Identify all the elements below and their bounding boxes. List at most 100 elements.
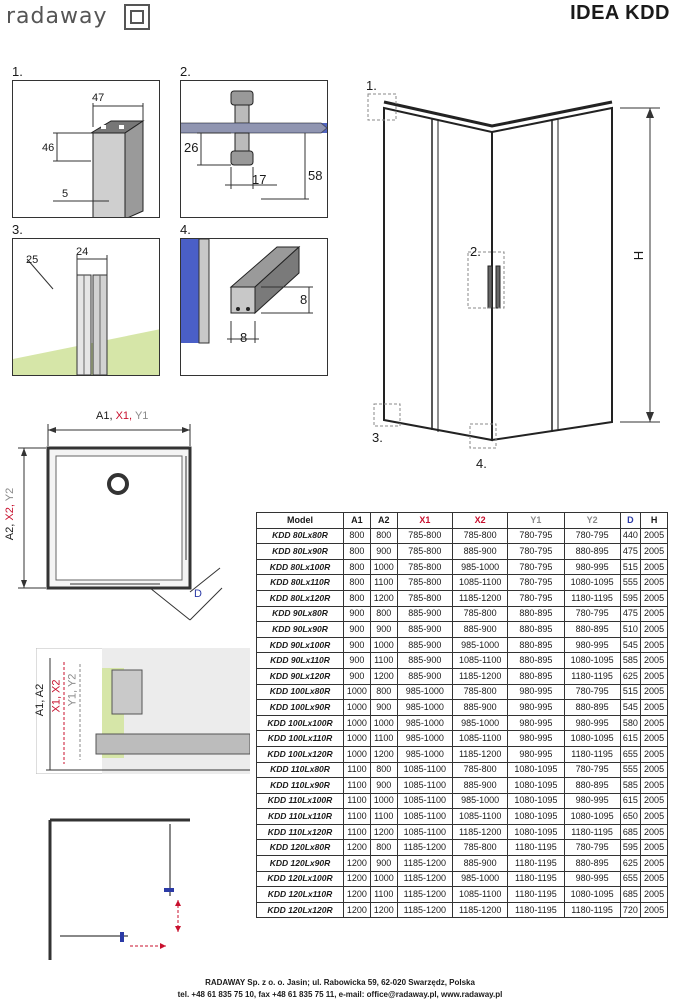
table-cell: 900 xyxy=(343,605,371,623)
table-cell: 685 xyxy=(619,823,642,841)
plan-view-drawing xyxy=(18,424,223,621)
plan-view-top-label: A1, X1, Y1 xyxy=(96,410,148,422)
table-cell: 1000 xyxy=(343,714,371,732)
section-label-a: A1, A2 xyxy=(34,683,47,717)
model-cell: KDD 110Lx110R xyxy=(256,808,344,825)
table-cell: 880-895 xyxy=(563,699,621,716)
table-cell: 1000 xyxy=(369,792,398,810)
table-cell: 985-1000 xyxy=(396,730,453,747)
table-cell: 1180-1195 xyxy=(507,886,565,903)
table-cell: 985-1000 xyxy=(451,558,509,576)
table-cell: 475 xyxy=(619,605,642,623)
table-cell: 885-900 xyxy=(451,777,509,794)
table-cell: 1085-1100 xyxy=(451,886,509,903)
table-cell: 885-900 xyxy=(396,636,453,654)
table-cell: 800 xyxy=(369,683,398,701)
table-cell: 980-995 xyxy=(563,870,621,888)
column-header: X1 xyxy=(396,512,453,529)
table-cell: 1180-1195 xyxy=(563,901,621,919)
column-header: X2 xyxy=(451,512,509,529)
detail-3-dim-small: 25 xyxy=(26,254,39,266)
table-cell: 2005 xyxy=(640,605,668,623)
model-cell: KDD 90Lx110R xyxy=(256,652,344,669)
table-cell: 1180-1195 xyxy=(563,745,621,763)
table-cell: 985-1000 xyxy=(396,699,453,716)
detail-4-panel xyxy=(180,238,328,376)
table-cell: 900 xyxy=(369,855,398,872)
table-cell: 885-900 xyxy=(396,605,453,623)
table-cell: 2005 xyxy=(640,901,668,919)
table-cell: 1080-1095 xyxy=(507,761,565,779)
model-cell: KDD 120Lx100R xyxy=(256,870,344,888)
table-cell: 785-800 xyxy=(451,527,509,545)
table-cell: 625 xyxy=(619,667,642,685)
column-header: Model xyxy=(256,512,344,529)
table-cell: 2005 xyxy=(640,808,668,825)
front-view-marker-2: 2. xyxy=(470,244,481,259)
plan-label-x2: X2, xyxy=(4,504,17,521)
table-cell: 985-1000 xyxy=(451,792,509,810)
table-cell: 880-895 xyxy=(507,621,565,638)
table-cell: 800 xyxy=(343,589,371,607)
table-cell: 785-800 xyxy=(451,605,509,623)
table-cell: 985-1000 xyxy=(451,714,509,732)
column-header: D xyxy=(619,512,642,529)
table-cell: 595 xyxy=(619,839,642,857)
table-cell: 980-995 xyxy=(507,699,565,716)
table-cell: 2005 xyxy=(640,870,668,888)
table-cell: 1000 xyxy=(343,699,371,716)
page-title: IDEA KDD xyxy=(570,2,670,24)
model-cell: KDD 110Lx80R xyxy=(256,761,344,779)
table-cell: 900 xyxy=(343,652,371,669)
table-cell: 800 xyxy=(369,527,398,545)
table-cell: 545 xyxy=(619,636,642,654)
table-cell: 980-995 xyxy=(563,714,621,732)
table-cell: 1185-1200 xyxy=(396,901,453,919)
table-cell: 780-795 xyxy=(507,574,565,591)
table-cell: 475 xyxy=(619,543,642,560)
model-cell: KDD 90Lx80R xyxy=(256,605,344,623)
model-cell: KDD 120Lx110R xyxy=(256,886,344,903)
table-cell: 1080-1095 xyxy=(507,792,565,810)
table-cell: 1000 xyxy=(343,683,371,701)
table-cell: 780-795 xyxy=(507,527,565,545)
detail-4-dim-right: 8 xyxy=(300,292,308,307)
detail-2-dim-bottom: 17 xyxy=(252,172,267,187)
table-cell: 785-800 xyxy=(451,683,509,701)
table-cell: 2005 xyxy=(640,699,668,716)
table-cell: 1200 xyxy=(369,745,398,763)
table-cell: 1085-1100 xyxy=(451,652,509,669)
table-cell: 1085-1100 xyxy=(396,792,453,810)
table-cell: 985-1000 xyxy=(451,870,509,888)
table-cell: 615 xyxy=(619,792,642,810)
table-cell: 1080-1095 xyxy=(563,808,621,825)
table-cell: 1180-1195 xyxy=(563,589,621,607)
table-cell: 1000 xyxy=(369,636,398,654)
table-cell: 785-800 xyxy=(396,558,453,576)
table-cell: 2005 xyxy=(640,652,668,669)
table-cell: 880-895 xyxy=(563,777,621,794)
column-header: Y2 xyxy=(563,512,621,529)
table-cell: 980-995 xyxy=(507,745,565,763)
detail-4-label: 4. xyxy=(180,222,191,237)
detail-3-dim-top: 24 xyxy=(76,246,89,258)
detail-3-panel xyxy=(12,238,160,376)
table-cell: 780-795 xyxy=(563,683,621,701)
table-cell: 1180-1195 xyxy=(507,870,565,888)
table-cell: 800 xyxy=(369,839,398,857)
model-cell: KDD 120Lx80R xyxy=(256,839,344,857)
table-cell: 2005 xyxy=(640,667,668,685)
plan-label-y2: Y2 xyxy=(4,487,17,502)
table-cell: 800 xyxy=(369,761,398,779)
table-cell: 880-895 xyxy=(563,621,621,638)
